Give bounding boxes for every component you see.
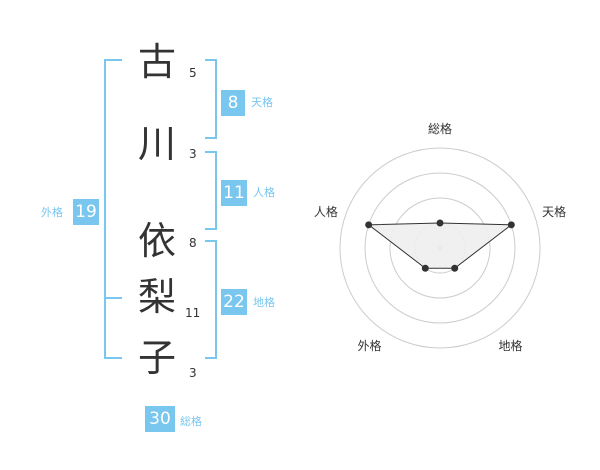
soukaku-label: 総格 bbox=[180, 415, 202, 428]
tenkaku-label: 天格 bbox=[251, 96, 273, 109]
radar-axis-label-5: 人格 bbox=[314, 204, 338, 219]
radar-axis-label-3: 地格 bbox=[499, 338, 523, 353]
radar-point-5 bbox=[365, 221, 373, 229]
name-char-5: 子 bbox=[137, 336, 176, 380]
radar-ring-3 bbox=[364, 172, 516, 324]
tenkaku-bracket bbox=[205, 59, 217, 139]
stroke-count-3: 8 bbox=[189, 236, 197, 250]
jinkaku-value: 11 bbox=[221, 180, 247, 206]
radar-axis-label-1: 総格 bbox=[428, 121, 452, 136]
radar-ring-2 bbox=[389, 197, 491, 299]
radar-point-1 bbox=[436, 219, 444, 227]
radar-series bbox=[365, 219, 515, 272]
gaikaku-value: 19 bbox=[73, 199, 99, 225]
radar-series-polygon bbox=[367, 222, 513, 269]
jinkaku-bracket bbox=[205, 151, 217, 230]
stroke-count-1: 5 bbox=[189, 66, 197, 80]
name-char-3: 依 bbox=[137, 219, 176, 263]
gaikaku-bracket-tick bbox=[104, 297, 122, 299]
radar-ring-4 bbox=[339, 147, 541, 349]
tenkaku-value: 8 bbox=[221, 90, 245, 116]
chikaku-value: 22 bbox=[221, 289, 247, 315]
radar-axis-label-2: 天格 bbox=[542, 204, 566, 219]
gaikaku-bracket bbox=[104, 59, 122, 359]
name-char-2: 川 bbox=[137, 122, 176, 166]
jinkaku-label: 人格 bbox=[253, 186, 275, 199]
radar-point-2 bbox=[507, 221, 515, 229]
gaikaku-label: 外格 bbox=[41, 206, 63, 219]
chikaku-bracket bbox=[205, 240, 217, 359]
name-char-1: 古 bbox=[137, 40, 176, 84]
radar-point-3 bbox=[451, 264, 459, 272]
radar-point-4 bbox=[421, 264, 429, 272]
name-char-4: 梨 bbox=[137, 275, 176, 319]
soukaku-value: 30 bbox=[145, 406, 175, 432]
stroke-count-2: 3 bbox=[189, 147, 197, 161]
radar-axis-label-4: 外格 bbox=[357, 338, 381, 353]
stroke-count-4: 11 bbox=[185, 306, 201, 320]
stroke-count-5: 3 bbox=[189, 366, 197, 380]
chikaku-label: 地格 bbox=[253, 296, 275, 309]
